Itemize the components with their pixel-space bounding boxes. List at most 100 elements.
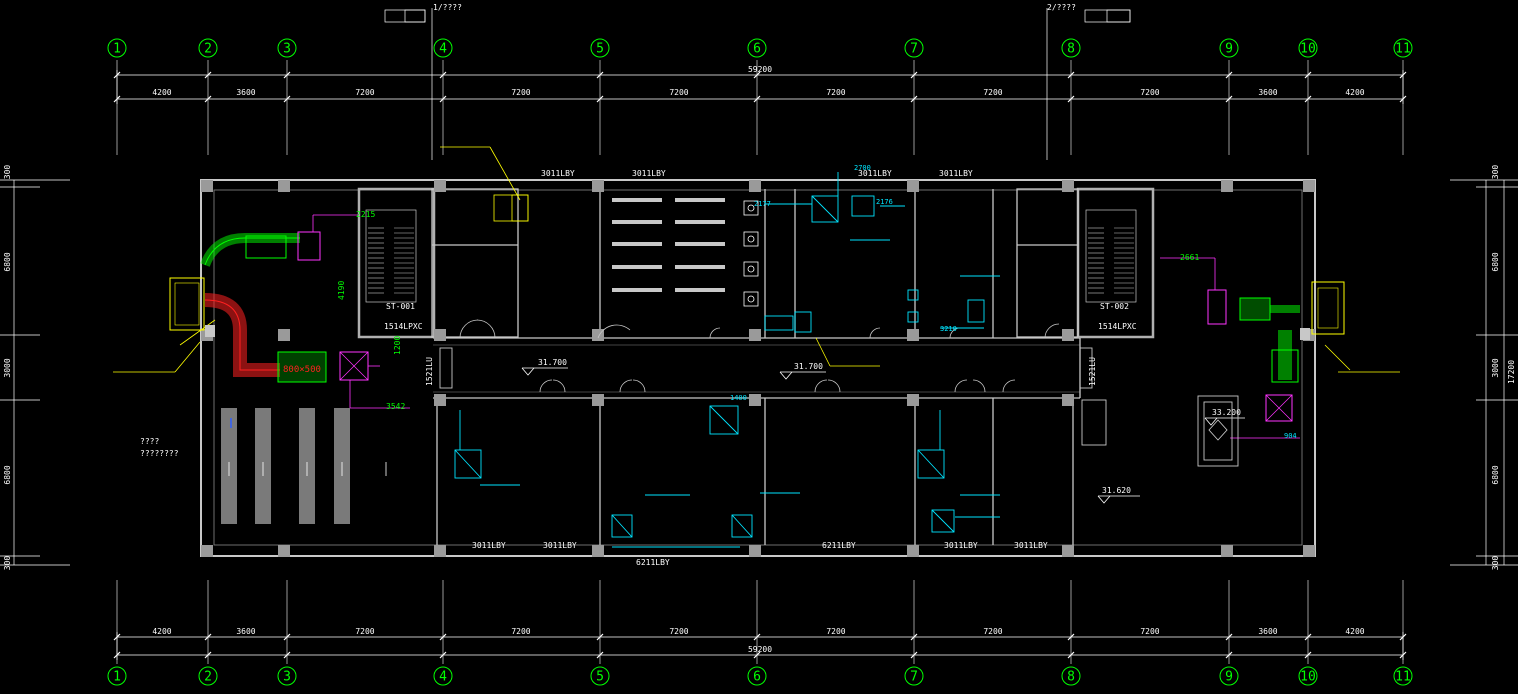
axis-label: 11 bbox=[1395, 670, 1411, 685]
dim-4190: 4190 bbox=[337, 281, 346, 300]
vdim-label: 3000 bbox=[1491, 358, 1500, 377]
column bbox=[749, 394, 761, 406]
dim-tick bbox=[204, 651, 212, 659]
axis-bubble bbox=[433, 666, 453, 686]
vdim-label: 300 bbox=[1491, 165, 1500, 180]
axis-bubble bbox=[1061, 38, 1081, 58]
span-label: 7200 bbox=[669, 88, 688, 97]
axis-bubble bbox=[904, 666, 924, 686]
louver-label: 6211LBY bbox=[822, 541, 856, 550]
column bbox=[278, 329, 290, 341]
elevation-marks bbox=[521, 367, 1245, 504]
span-label: 7200 bbox=[355, 88, 374, 97]
axis-bubble bbox=[198, 666, 218, 686]
yellow-tags bbox=[113, 146, 1400, 373]
axis-bubble bbox=[590, 38, 610, 58]
louver-label: 3011LBY bbox=[858, 169, 892, 178]
dim-3210: 3210 bbox=[940, 325, 957, 333]
dim-tick bbox=[113, 651, 121, 659]
cyan-vents bbox=[454, 172, 1000, 548]
door-label-2: 1514LPXC bbox=[1098, 322, 1137, 331]
dim-tick bbox=[1225, 651, 1233, 659]
column bbox=[278, 545, 290, 557]
column bbox=[749, 180, 761, 192]
axis-bubble bbox=[1219, 38, 1239, 58]
column bbox=[907, 180, 919, 192]
axis-bubble bbox=[747, 666, 767, 686]
dim-tick bbox=[113, 71, 121, 79]
right-vertical-labels: 300 6800 3000 6800 300 17200 bbox=[1491, 165, 1516, 571]
axis-bubble bbox=[107, 666, 127, 686]
dim-tick bbox=[439, 95, 447, 103]
equipment-bar-marks bbox=[228, 462, 387, 476]
left-dimension-lines bbox=[0, 179, 70, 566]
dim-tick bbox=[1067, 71, 1075, 79]
axis-bubble bbox=[1061, 666, 1081, 686]
column bbox=[278, 180, 290, 192]
dim-3542: 3542 bbox=[386, 402, 405, 411]
dim-tick bbox=[439, 71, 447, 79]
axis-bubble bbox=[433, 38, 453, 58]
span-label: 7200 bbox=[826, 88, 845, 97]
column bbox=[434, 180, 446, 192]
dim-tick bbox=[113, 633, 121, 641]
dim-tick bbox=[1225, 95, 1233, 103]
column bbox=[434, 329, 446, 341]
louver-label: 3011LBY bbox=[1014, 541, 1048, 550]
dim-tick bbox=[204, 95, 212, 103]
column bbox=[1062, 329, 1074, 341]
dim-tick bbox=[113, 95, 121, 103]
vdim-total-label: 17200 bbox=[1507, 360, 1516, 384]
axis-label: 9 bbox=[1225, 42, 1233, 57]
elevation-label: 33.200 bbox=[1212, 408, 1241, 417]
column bbox=[434, 394, 446, 406]
vdim-label: 6800 bbox=[1491, 252, 1500, 271]
dim-tick bbox=[1399, 95, 1407, 103]
axis-label: 1 bbox=[113, 42, 121, 57]
axis-label: 1 bbox=[113, 670, 121, 685]
dim-tick bbox=[1304, 95, 1312, 103]
axis-bubble bbox=[107, 38, 127, 58]
axis-bubble bbox=[277, 666, 297, 686]
span-label: 3600 bbox=[236, 627, 255, 636]
column bbox=[1062, 180, 1074, 192]
span-label: 7200 bbox=[669, 627, 688, 636]
vdim-label: 6800 bbox=[3, 465, 12, 484]
column bbox=[1303, 180, 1315, 192]
section-mark-1-label: 1/???? bbox=[433, 3, 462, 12]
axis-label: 6 bbox=[753, 670, 761, 685]
door-label-1: 1514LPXC bbox=[384, 322, 423, 331]
axis-bubble bbox=[277, 38, 297, 58]
axis-label: 3 bbox=[283, 670, 291, 685]
axis-bubble bbox=[1298, 666, 1318, 686]
dim-tick bbox=[910, 95, 918, 103]
span-label: 7200 bbox=[511, 627, 530, 636]
louver-label: 3011LBY bbox=[944, 541, 978, 550]
column bbox=[1221, 180, 1233, 192]
axis-bubble bbox=[1298, 38, 1318, 58]
dim-tick bbox=[1399, 71, 1407, 79]
tank-slabs bbox=[612, 198, 725, 292]
dim-tick bbox=[1304, 651, 1312, 659]
side-label-2: 1521LU bbox=[1088, 357, 1097, 386]
dim-tick bbox=[439, 633, 447, 641]
dim-tick bbox=[439, 651, 447, 659]
section-mark-2-label: 2/???? bbox=[1047, 3, 1076, 12]
dim-2215: 2215 bbox=[356, 210, 375, 219]
column bbox=[1062, 545, 1074, 557]
dim-tick bbox=[1067, 651, 1075, 659]
span-label: 7200 bbox=[983, 88, 1002, 97]
axis-bubble bbox=[1393, 666, 1413, 686]
axis-label: 4 bbox=[439, 670, 447, 685]
dim-tick bbox=[283, 633, 291, 641]
span-label: 7200 bbox=[1140, 627, 1159, 636]
axis-label: 8 bbox=[1067, 42, 1075, 57]
axis-label: 6 bbox=[753, 42, 761, 57]
column bbox=[201, 545, 213, 557]
axis-label: 2 bbox=[204, 670, 212, 685]
note-line-2: ???????? bbox=[140, 449, 179, 458]
